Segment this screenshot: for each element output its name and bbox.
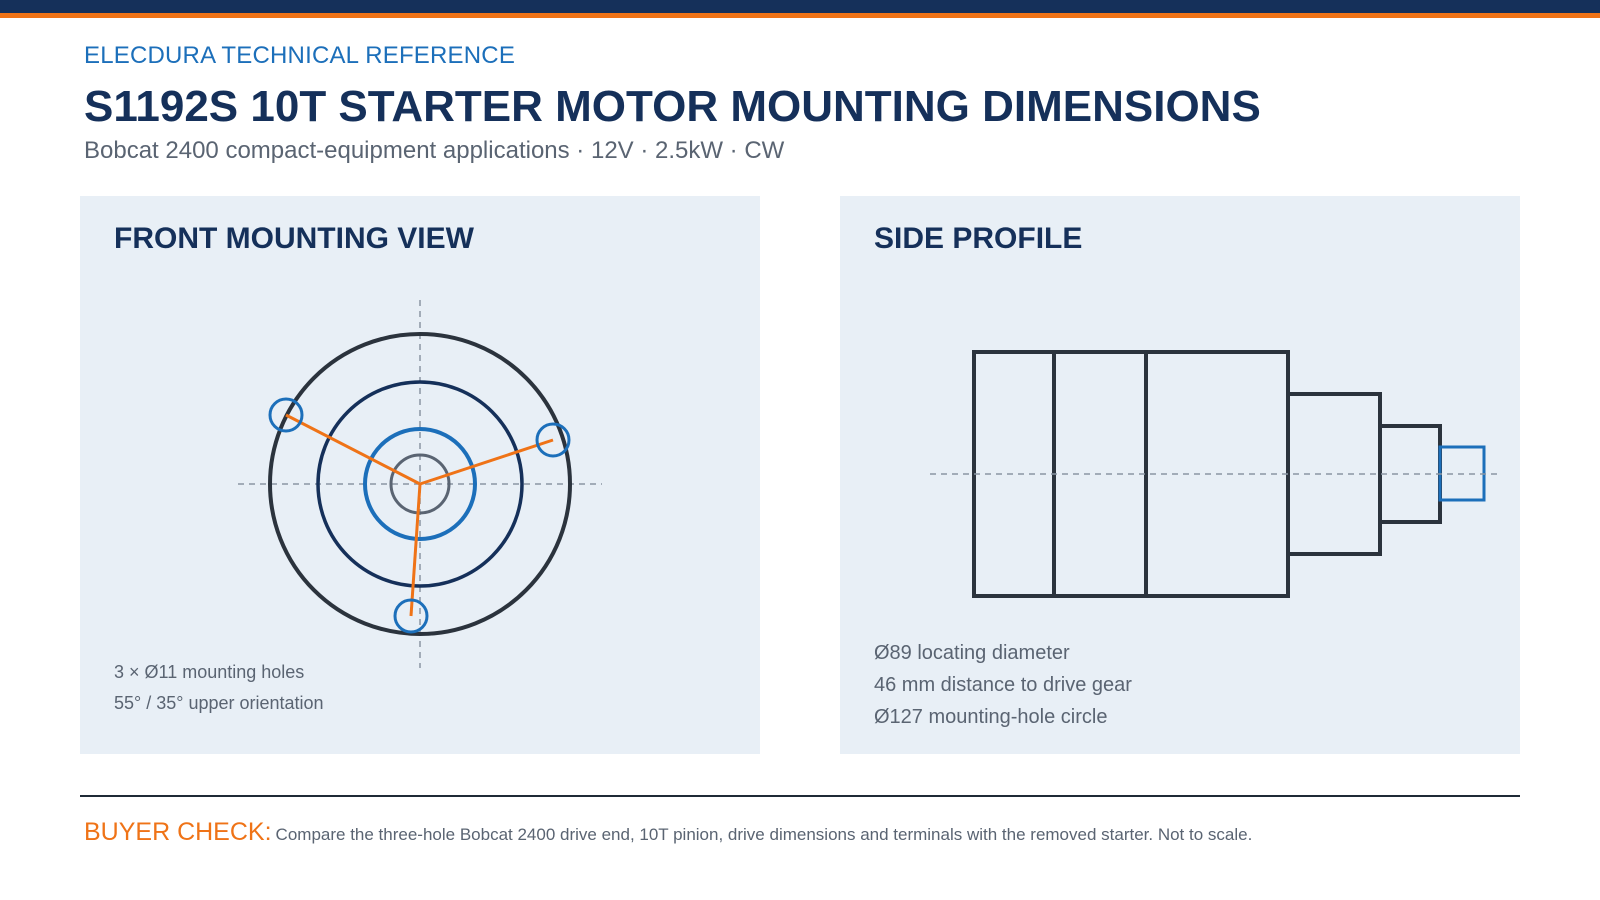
side-note-hole-circle: Ø127 mounting-hole circle <box>874 706 1108 728</box>
nose-circle <box>363 427 477 541</box>
front-note-orientation: 55° / 35° upper orientation <box>114 693 324 713</box>
side-profile-title: SIDE PROFILE <box>874 222 1083 255</box>
top-accent-bar <box>0 0 1600 13</box>
mounting-hole-upper-right <box>535 422 571 458</box>
page-subtitle: Bobcat 2400 compact-equipment applicatio… <box>84 137 785 164</box>
locating-diameter-circle <box>316 380 524 588</box>
buyer-check-label: BUYER CHECK: <box>84 818 272 846</box>
mounting-hole-bottom <box>393 598 429 634</box>
mounting-hole-upper-left <box>268 397 304 433</box>
side-note-locating-diameter: Ø89 locating diameter <box>874 642 1070 664</box>
front-view-title: FRONT MOUNTING VIEW <box>114 222 474 255</box>
side-note-drive-gear-distance: 46 mm distance to drive gear <box>874 674 1132 696</box>
buyer-check-footer: BUYER CHECK:Compare the three-hole Bobca… <box>84 818 1252 847</box>
pinion-circle <box>389 453 451 515</box>
footer-divider <box>80 795 1520 797</box>
front-view-drawing <box>238 300 602 668</box>
spoke-bottom <box>409 483 422 617</box>
brand-label: ELECDURA TECHNICAL REFERENCE <box>84 42 516 69</box>
front-note-holes: 3 × Ø11 mounting holes <box>114 662 305 682</box>
locating-flange-step <box>1286 392 1382 556</box>
side-profile-drawing <box>930 350 1500 598</box>
top-accent-stripe <box>0 13 1600 18</box>
side-profile-panel: SIDE PROFILE Ø89 locating diameter 46 mm… <box>840 196 1520 754</box>
front-view-panel: FRONT MOUNTING VIEW 3 × Ø11 mounting hol… <box>80 196 760 754</box>
buyer-check-text: Compare the three-hole Bobcat 2400 drive… <box>275 825 1253 844</box>
outer-flange-circle <box>268 332 572 636</box>
spoke-upper-left <box>285 413 421 486</box>
spoke-upper-right <box>419 438 554 486</box>
page-title: S1192S 10T STARTER MOTOR MOUNTING DIMENS… <box>84 82 1261 131</box>
